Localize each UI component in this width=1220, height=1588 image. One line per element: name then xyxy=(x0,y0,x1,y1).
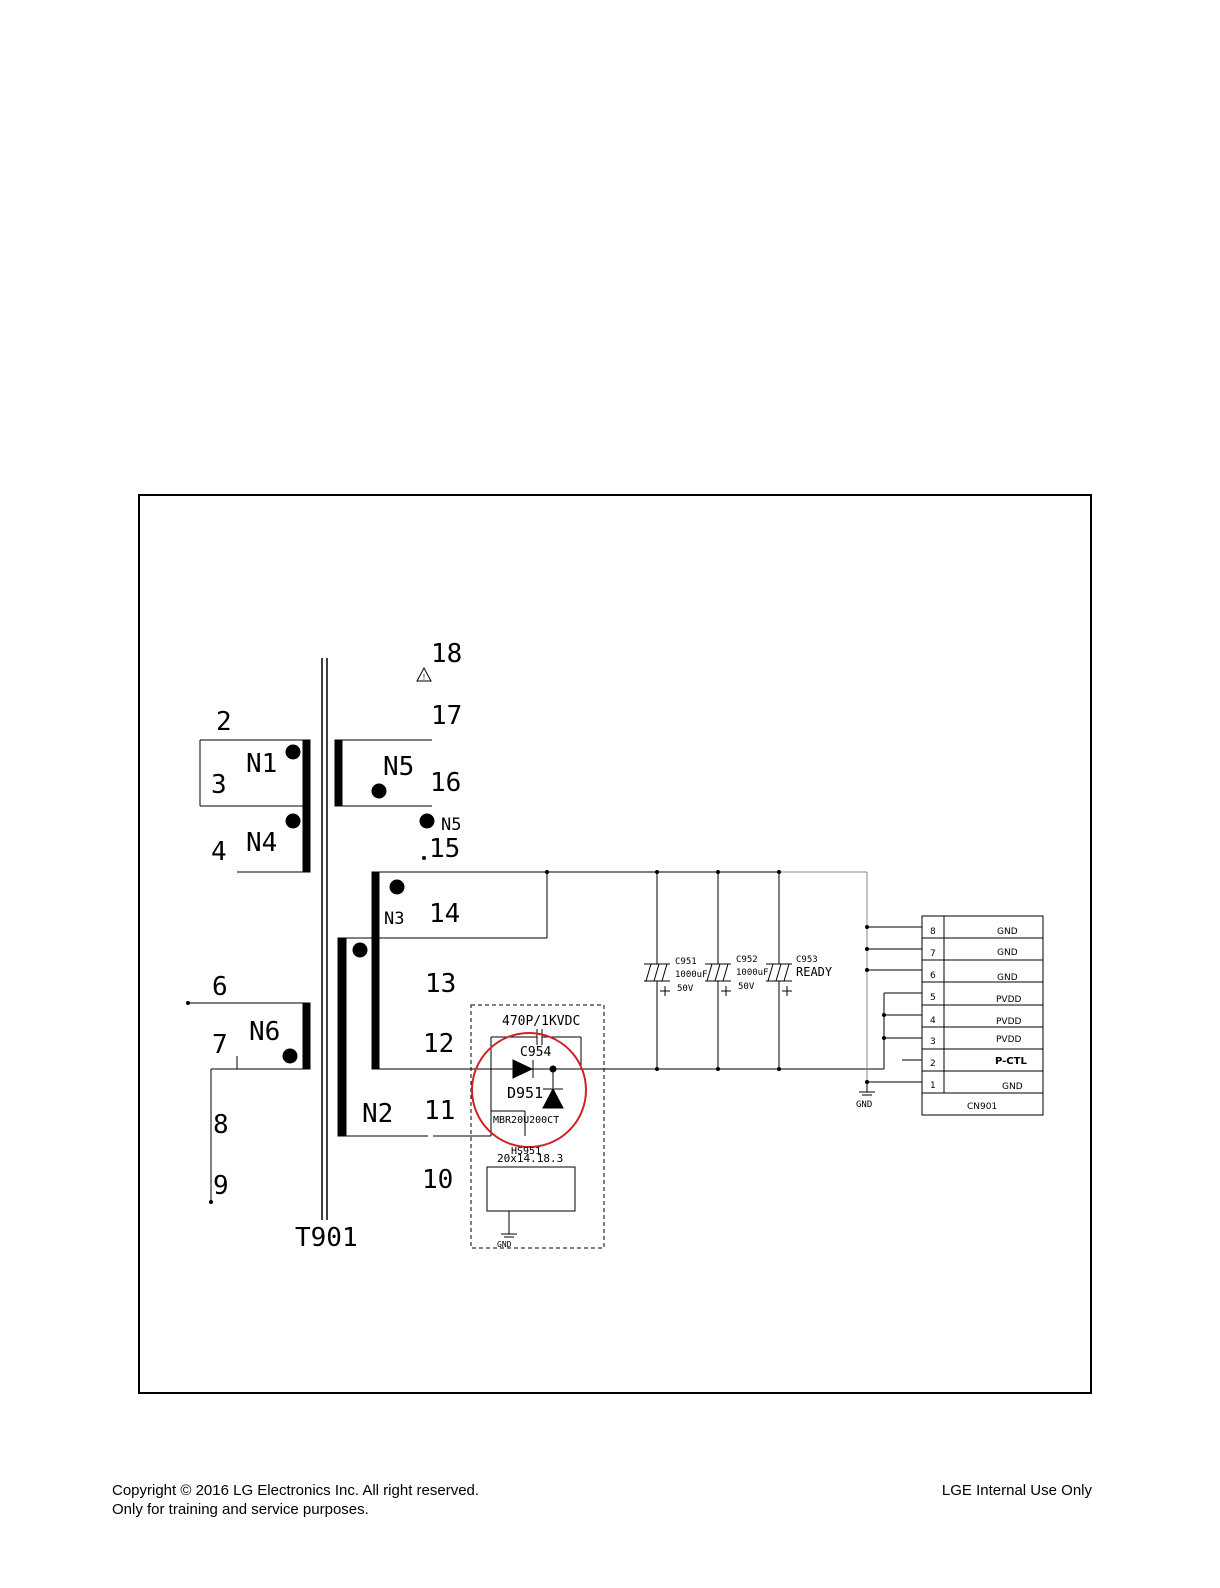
heatsink-ref: HS951 xyxy=(511,1146,541,1157)
cn901-pin-signal: GND xyxy=(997,927,1018,937)
heatsink-gnd: GND xyxy=(497,1240,512,1249)
pin-3: 3 xyxy=(211,770,227,800)
winding-n6 xyxy=(186,1001,311,1204)
footer-copyright: Copyright © 2016 LG Electronics Inc. All… xyxy=(112,1482,480,1499)
cn901-pin-num: 5 xyxy=(930,993,936,1003)
cn901-pin-num: 6 xyxy=(930,971,936,981)
capacitor-c951 xyxy=(644,870,670,1071)
label-n1: N1 xyxy=(246,749,277,779)
cn901-pin-signal: PVDD xyxy=(996,995,1022,1005)
pin-10: 10 xyxy=(422,1165,453,1195)
c953-value: READY xyxy=(796,965,833,979)
diode-ref: D951 xyxy=(507,1084,543,1102)
caution-icon: ! xyxy=(416,666,432,682)
diagram-frame xyxy=(138,494,1092,1394)
winding-n2 xyxy=(337,937,491,1137)
snubber-value: 470P/1KVDC xyxy=(502,1014,580,1029)
c952-voltage: 50V xyxy=(738,982,755,992)
pin-18: 18 xyxy=(431,639,462,669)
label-n6: N6 xyxy=(249,1017,280,1047)
svg-text:!: ! xyxy=(423,673,425,682)
cn901-pin-signal: GND xyxy=(997,973,1018,983)
winding-n1 xyxy=(199,739,311,873)
footer-purpose: Only for training and service purposes. xyxy=(112,1501,369,1518)
pin-4: 4 xyxy=(211,837,227,867)
heatsink-hs951 xyxy=(486,1166,576,1238)
cn901-pin-signal: PVDD xyxy=(996,1035,1022,1045)
diode-part: MBR20U200CT xyxy=(493,1115,559,1126)
gnd-symbol-label: GND xyxy=(856,1100,872,1110)
label-n4: N4 xyxy=(246,828,277,858)
cn901-pin-num: 2 xyxy=(930,1059,936,1069)
highlight-circle xyxy=(471,1032,587,1148)
pin-7: 7 xyxy=(212,1030,228,1060)
capacitor-c953 xyxy=(766,870,792,1071)
pin-15: 15 xyxy=(429,834,460,864)
winding-n4 xyxy=(237,813,306,873)
pin-17: 17 xyxy=(431,701,462,731)
cn901-pin-signal: PVDD xyxy=(996,1017,1022,1027)
c951-voltage: 50V xyxy=(677,984,694,994)
label-n2: N2 xyxy=(362,1099,393,1129)
pin-14: 14 xyxy=(429,899,460,929)
pin-6: 6 xyxy=(212,972,228,1002)
c953-ref: C953 xyxy=(796,955,818,965)
cn901-pin-signal: GND xyxy=(1002,1082,1023,1092)
diode-d951 xyxy=(491,1059,564,1136)
cn901-ref: CN901 xyxy=(967,1102,997,1112)
c951-value: 1000uF xyxy=(675,970,708,980)
c952-ref: C952 xyxy=(736,955,758,965)
cn901-pin-num: 1 xyxy=(930,1081,936,1091)
pin-8: 8 xyxy=(213,1110,229,1140)
cn901-pin-num: 7 xyxy=(930,949,936,959)
heatsink-size: 20x14.18.3 xyxy=(497,1152,563,1165)
pin-16: 16 xyxy=(430,768,461,798)
footer-copyright-block: Copyright © 2016 LG Electronics Inc. All… xyxy=(112,1481,479,1519)
snubber-ref: C954 xyxy=(520,1045,551,1060)
capacitor-c952 xyxy=(705,870,731,1071)
cn901-pin-signal: P-CTL xyxy=(995,1056,1027,1067)
footer-internal-use: LGE Internal Use Only xyxy=(941,1482,1092,1499)
label-n5-dot: N5 xyxy=(441,815,461,835)
label-n3: N3 xyxy=(384,909,404,929)
c952-value: 1000uF xyxy=(736,968,769,978)
cn901-pin-num: 8 xyxy=(930,927,936,937)
rectifier-module-outline xyxy=(470,1004,605,1249)
cn901-pin-signal: GND xyxy=(997,948,1018,958)
pin-12: 12 xyxy=(423,1029,454,1059)
pin-11: 11 xyxy=(424,1096,455,1126)
output-rail xyxy=(379,871,884,1080)
pin-2: 2 xyxy=(216,707,232,737)
cn901-pin-num: 4 xyxy=(930,1016,936,1026)
winding-n5 xyxy=(334,739,435,860)
label-n5: N5 xyxy=(383,752,414,782)
cn901-pin-num: 3 xyxy=(930,1037,936,1047)
c951-ref: C951 xyxy=(675,957,697,967)
snubber-c954 xyxy=(490,1029,582,1136)
connector-cn901 xyxy=(859,915,1044,1116)
transformer-ref: T901 xyxy=(295,1223,358,1253)
pin-9: 9 xyxy=(213,1171,229,1201)
pin-13: 13 xyxy=(425,969,456,999)
